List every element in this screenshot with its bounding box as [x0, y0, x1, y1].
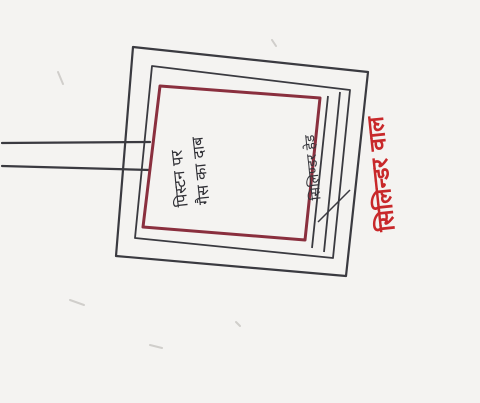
cylinder-outer-wall — [114, 45, 370, 278]
piston-rod — [0, 140, 152, 172]
piston-pressure-label: पिस्टन पर गैस का दाब — [164, 136, 215, 208]
paper-marks — [57, 39, 277, 349]
piston-block — [141, 84, 322, 242]
label-pointer — [317, 189, 351, 223]
cylinder-head-strip — [311, 91, 341, 253]
cylinder-inner-wall — [134, 65, 351, 259]
